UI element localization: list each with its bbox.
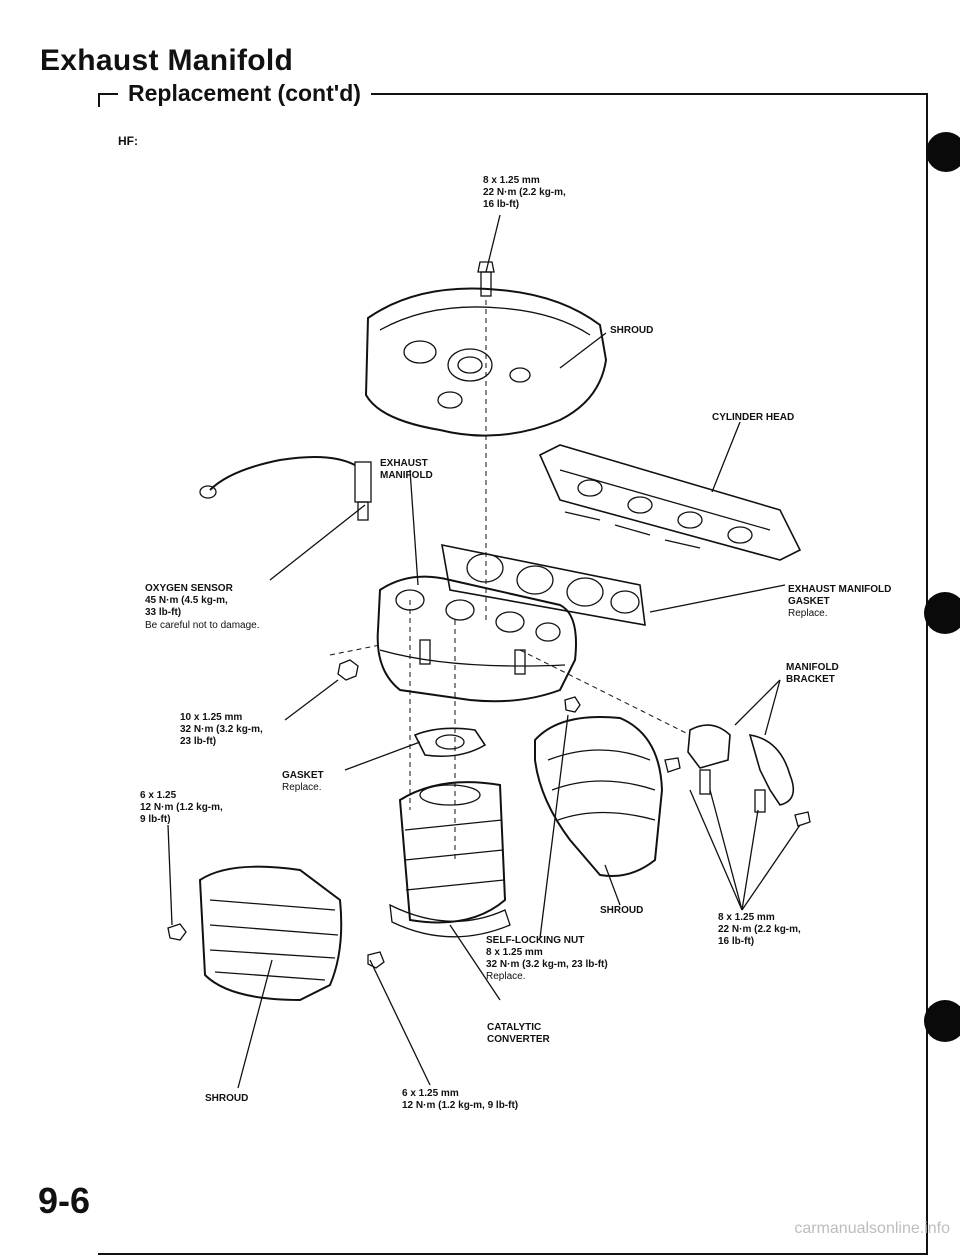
manifold-bracket-drawing <box>664 724 811 827</box>
leader-manifold-nut <box>284 679 339 721</box>
callout-manifold-gasket-note: Replace. <box>788 608 828 619</box>
callout-shroud-bolt-spec: 8 x 1.25 mm 22 N·m (2.2 kg-m, 16 lb-ft) <box>483 175 566 210</box>
leader-shroud-bolt <box>485 214 501 273</box>
callout-bottom-bolt-spec: 6 x 1.25 mm 12 N·m (1.2 kg-m, 9 lb-ft) <box>402 1088 519 1111</box>
callout-oxygen-sensor: OXYGEN SENSOR 45 N·m (4.5 kg-m, 33 lb-ft… <box>145 583 233 618</box>
callout-manifold-gasket: EXHAUST MANIFOLD GASKET <box>788 584 892 607</box>
callout-manifold-nut-spec: 10 x 1.25 mm 32 N·m (3.2 kg-m, 23 lb-ft) <box>180 712 263 747</box>
leader-bracket-bolt-1 <box>689 789 743 911</box>
callout-oxygen-sensor-note: Be careful not to damage. <box>145 620 260 631</box>
leader-bracket-bolt-3 <box>741 809 759 911</box>
page-number: 9-6 <box>38 1180 91 1221</box>
leader-self-locking-nut <box>539 714 569 939</box>
leader-shroud-top <box>559 332 607 369</box>
callout-shroud-right: SHROUD <box>600 905 644 916</box>
page-title: Exhaust Manifold <box>40 44 294 77</box>
leader-manifold-bracket-2 <box>764 679 781 736</box>
leader-shroud-right <box>604 864 621 906</box>
binder-hole-icon <box>924 1000 960 1042</box>
lower-shroud-drawing <box>167 865 385 1002</box>
exhaust-manifold-drawing <box>376 575 577 703</box>
leader-small-bolt <box>167 824 173 926</box>
cylinder-head-drawing <box>538 444 802 561</box>
callout-gasket: GASKET <box>282 770 324 781</box>
leader-bracket-bolt-2 <box>709 789 743 911</box>
leader-cylinder-head <box>711 421 741 493</box>
upper-shroud-drawing <box>364 261 608 437</box>
section-frame-tick <box>98 93 100 107</box>
leader-bracket-bolt-4 <box>741 824 801 911</box>
callout-shroud-bottom: SHROUD <box>205 1093 249 1104</box>
callout-bracket-bolt-spec: 8 x 1.25 mm 22 N·m (2.2 kg-m, 16 lb-ft) <box>718 912 801 947</box>
manifold-nut-drawing <box>337 659 359 681</box>
leader-exhaust-manifold <box>409 469 419 586</box>
model-code: HF: <box>118 134 138 148</box>
callout-catalytic-converter: CATALYTIC CONVERTER <box>487 1022 550 1045</box>
section-title: Replacement (cont'd) <box>118 80 371 107</box>
callout-self-locking-nut-note: Replace. <box>486 971 526 982</box>
callout-manifold-bracket: MANIFOLD BRACKET <box>786 662 839 685</box>
binder-hole-icon <box>924 592 960 634</box>
callout-cylinder-head: CYLINDER HEAD <box>712 412 795 423</box>
watermark: carmanualsonline.info <box>794 1220 950 1237</box>
catalytic-converter-drawing <box>389 781 511 938</box>
callout-self-locking-nut: SELF-LOCKING NUT 8 x 1.25 mm 32 N·m (3.2… <box>486 935 608 970</box>
leader-oxygen-sensor <box>269 504 366 581</box>
binder-hole-icon <box>926 132 960 172</box>
callout-gasket-note: Replace. <box>282 782 322 793</box>
leader-catalytic-converter <box>449 924 501 1001</box>
right-shroud-drawing <box>534 696 664 877</box>
oxygen-sensor-drawing <box>199 456 372 521</box>
leader-manifold-bracket-1 <box>734 679 781 726</box>
manifold-gasket-drawing <box>441 543 646 626</box>
leader-manifold-gasket <box>649 584 786 613</box>
leader-bottom-bolt <box>369 959 431 1086</box>
leader-shroud-bottom <box>237 959 273 1089</box>
callout-exhaust-manifold: EXHAUST MANIFOLD <box>380 458 433 481</box>
callout-shroud-top: SHROUD <box>610 325 654 336</box>
converter-gasket-drawing <box>413 727 487 758</box>
callout-small-bolt-spec: 6 x 1.25 12 N·m (1.2 kg-m, 9 lb-ft) <box>140 790 223 825</box>
leader-gasket <box>344 741 421 771</box>
